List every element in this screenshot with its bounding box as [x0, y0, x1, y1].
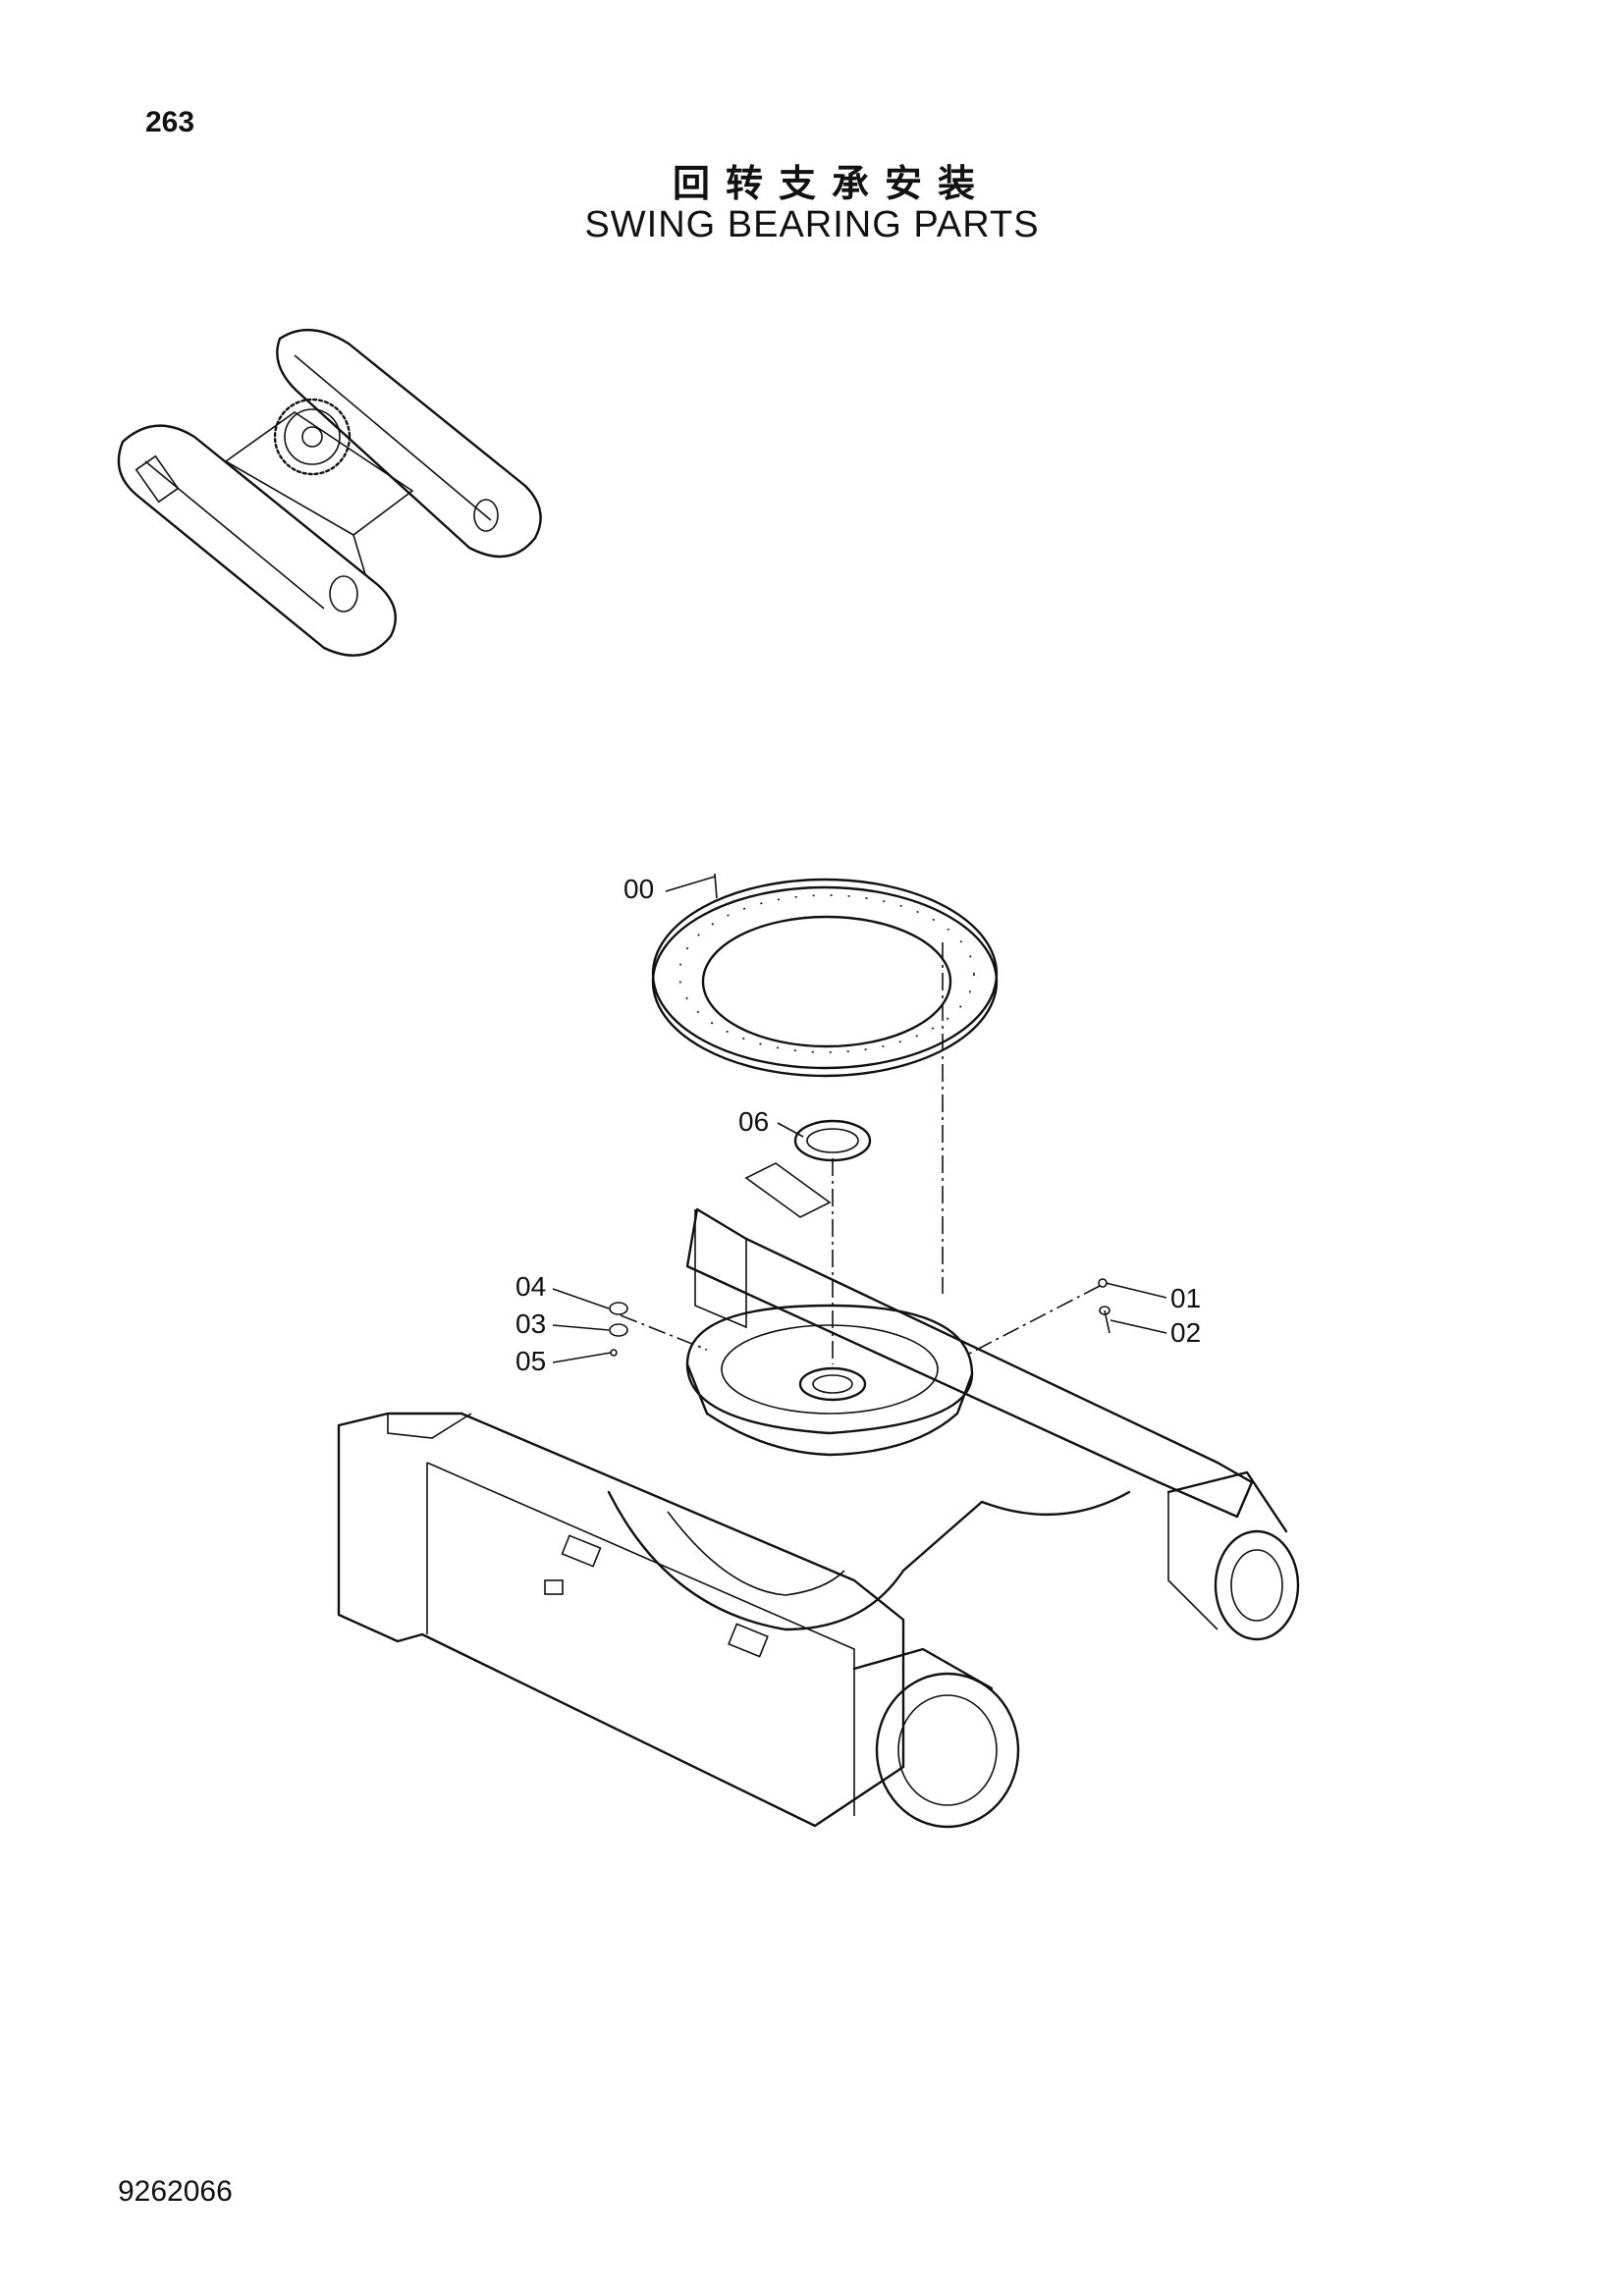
callout-04-label: 04	[515, 1271, 546, 1302]
callout-06-label: 06	[738, 1106, 769, 1137]
callout-02-label: 02	[1170, 1317, 1201, 1348]
undercarriage-overview-thumbnail	[117, 328, 542, 657]
page-title-english: SWING BEARING PARTS	[584, 204, 1040, 245]
seal-ring	[793, 1119, 872, 1162]
page-title-chinese: 回转支承安装	[672, 162, 991, 205]
bolt-washer-group-left	[609, 1302, 708, 1357]
bolt-group-right	[966, 1278, 1110, 1356]
callout-labels: 00 06 01 02 04 03 05	[515, 873, 1201, 1376]
callout-05-label: 05	[515, 1346, 546, 1376]
page-number: 263	[145, 106, 195, 138]
callout-01-label: 01	[1170, 1283, 1201, 1313]
swing-bearing-exploded-view	[337, 878, 1300, 1829]
document-number: 9262066	[118, 2175, 233, 2208]
callout-00-label: 00	[623, 874, 654, 904]
callout-03-label: 03	[515, 1308, 546, 1339]
swing-bearing-ring	[651, 878, 999, 1078]
